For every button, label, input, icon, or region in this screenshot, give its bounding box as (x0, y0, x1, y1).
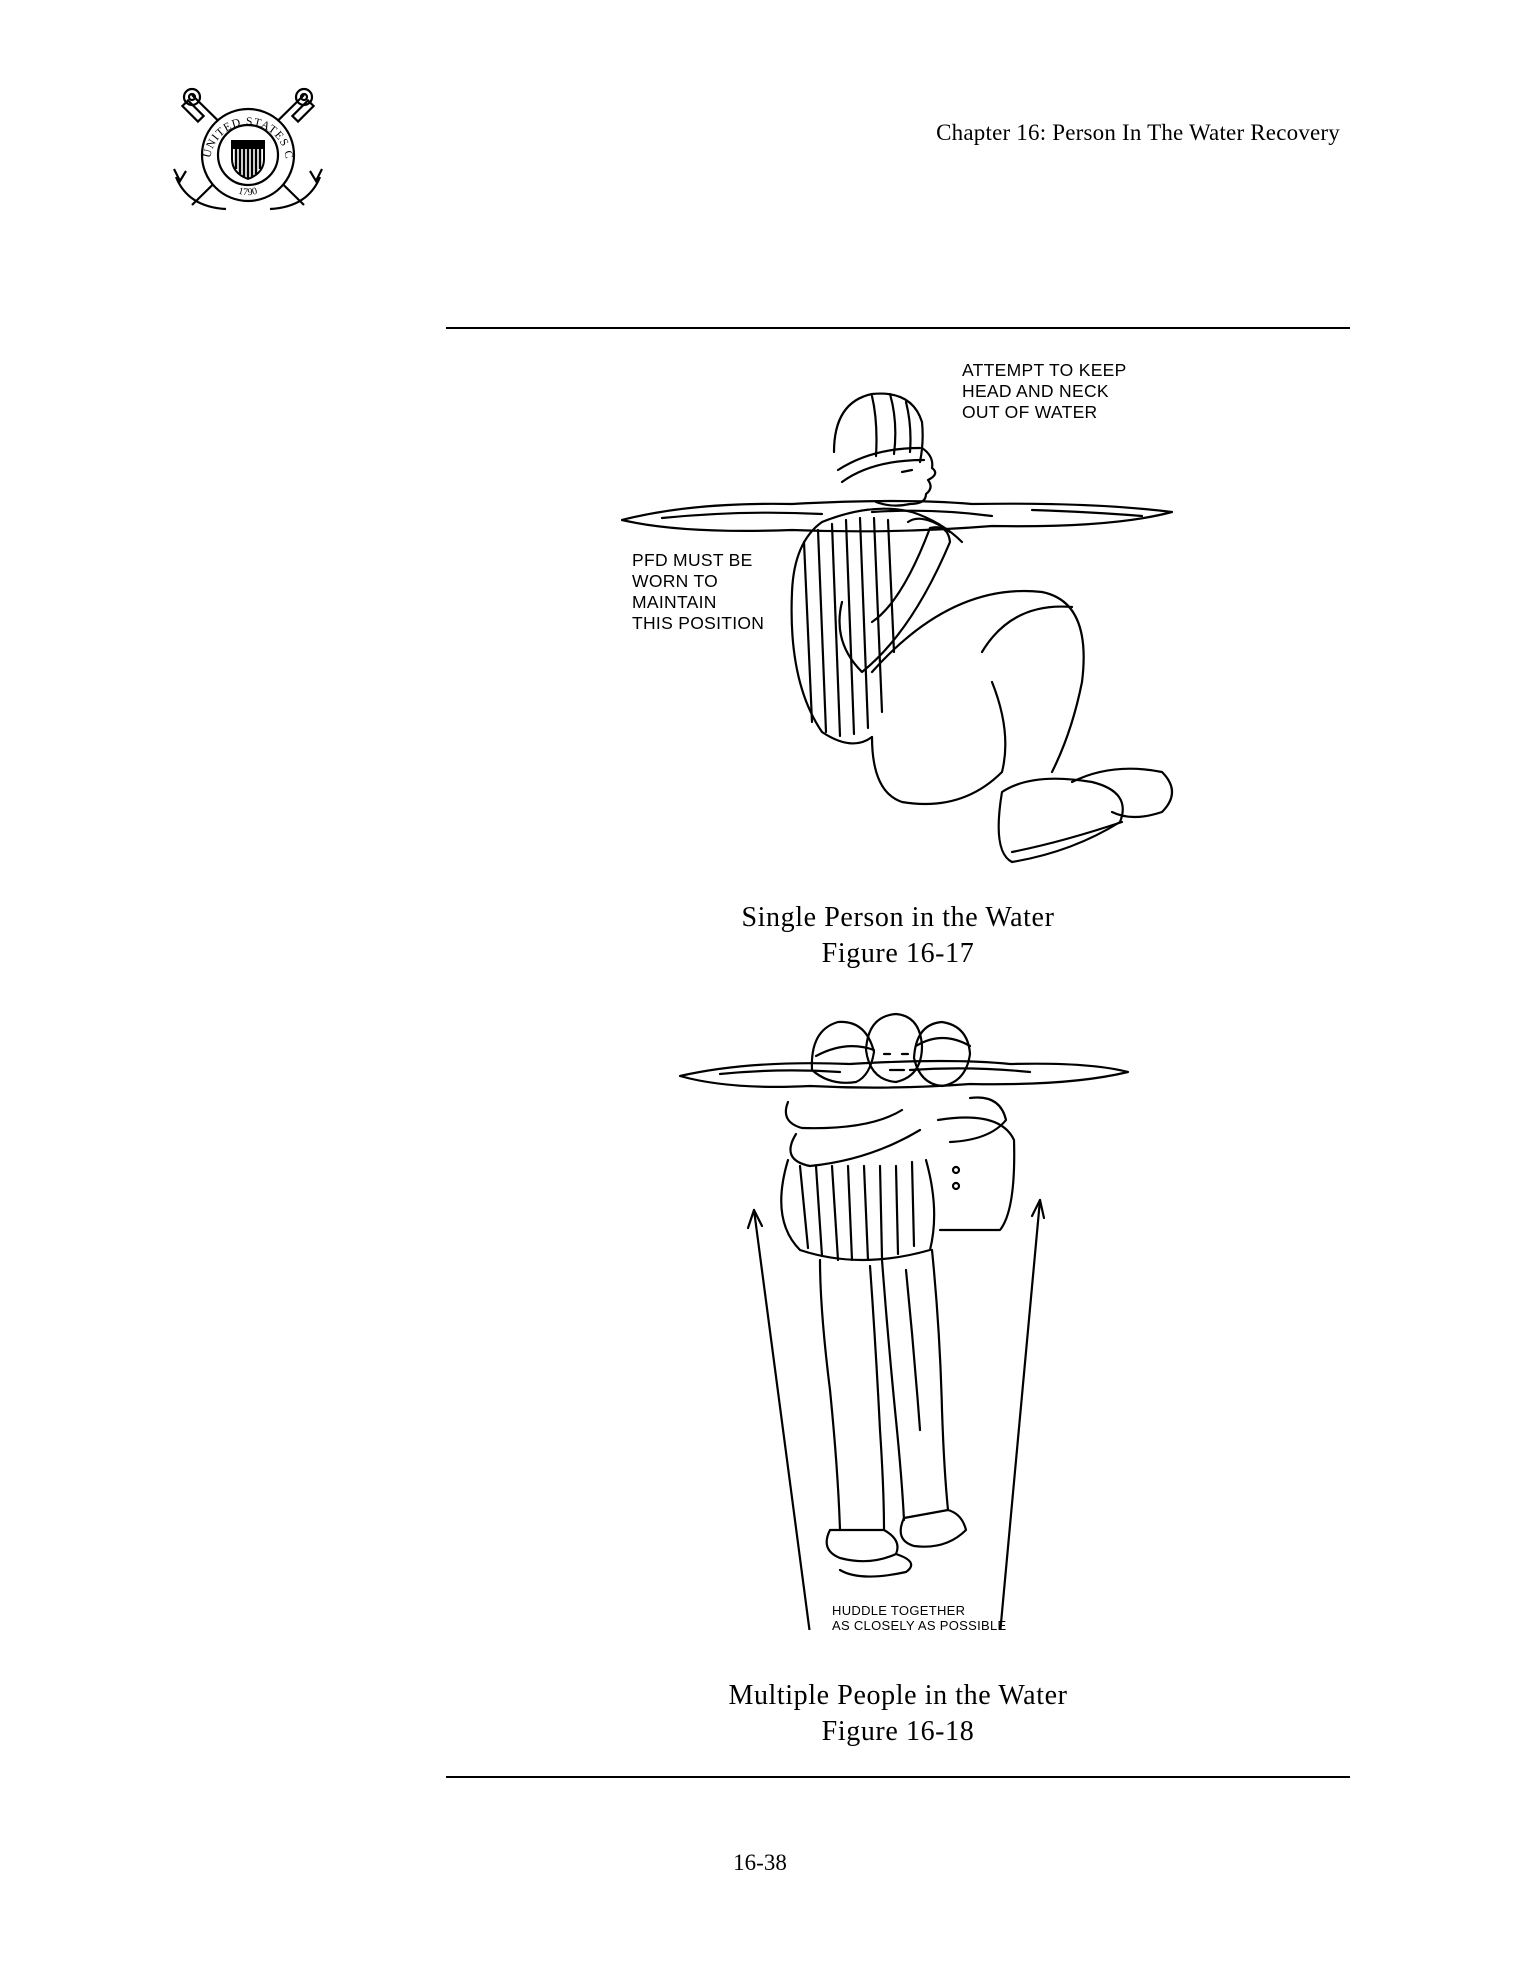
figure-caption-number: Figure 16-18 (821, 1716, 975, 1747)
single-person-illustration (620, 392, 1174, 864)
figure-16-18-caption: Multiple People in the Water Figure 16-1… (446, 1678, 1350, 1750)
figure-caption-title: Single Person in the Water (741, 902, 1055, 933)
svg-text:1790: 1790 (237, 186, 258, 198)
figure-16-17-caption: Single Person in the Water Figure 16-17 (446, 900, 1350, 972)
label-pfd-required: PFD MUST BE WORN TO MAINTAIN THIS POSITI… (632, 550, 765, 633)
coast-guard-seal-logo: UNITED STATES COAST GUARD 1790 (170, 85, 323, 211)
page-number: 16-38 (733, 1850, 787, 1875)
seal-year: 1790 (237, 186, 258, 198)
chapter-title: Chapter 16: Person In The Water Recovery (936, 120, 1340, 145)
bottom-divider (446, 1776, 1350, 1778)
label-huddle-together: HUDDLE TOGETHER AS CLOSELY AS POSSIBLE (832, 1603, 1007, 1633)
figure-caption-title: Multiple People in the Water (728, 1680, 1068, 1711)
figure-caption-number: Figure 16-17 (821, 938, 975, 969)
multiple-people-illustration (678, 1012, 1130, 1630)
label-head-neck: ATTEMPT TO KEEP HEAD AND NECK OUT OF WAT… (962, 360, 1127, 422)
top-divider (446, 327, 1350, 329)
